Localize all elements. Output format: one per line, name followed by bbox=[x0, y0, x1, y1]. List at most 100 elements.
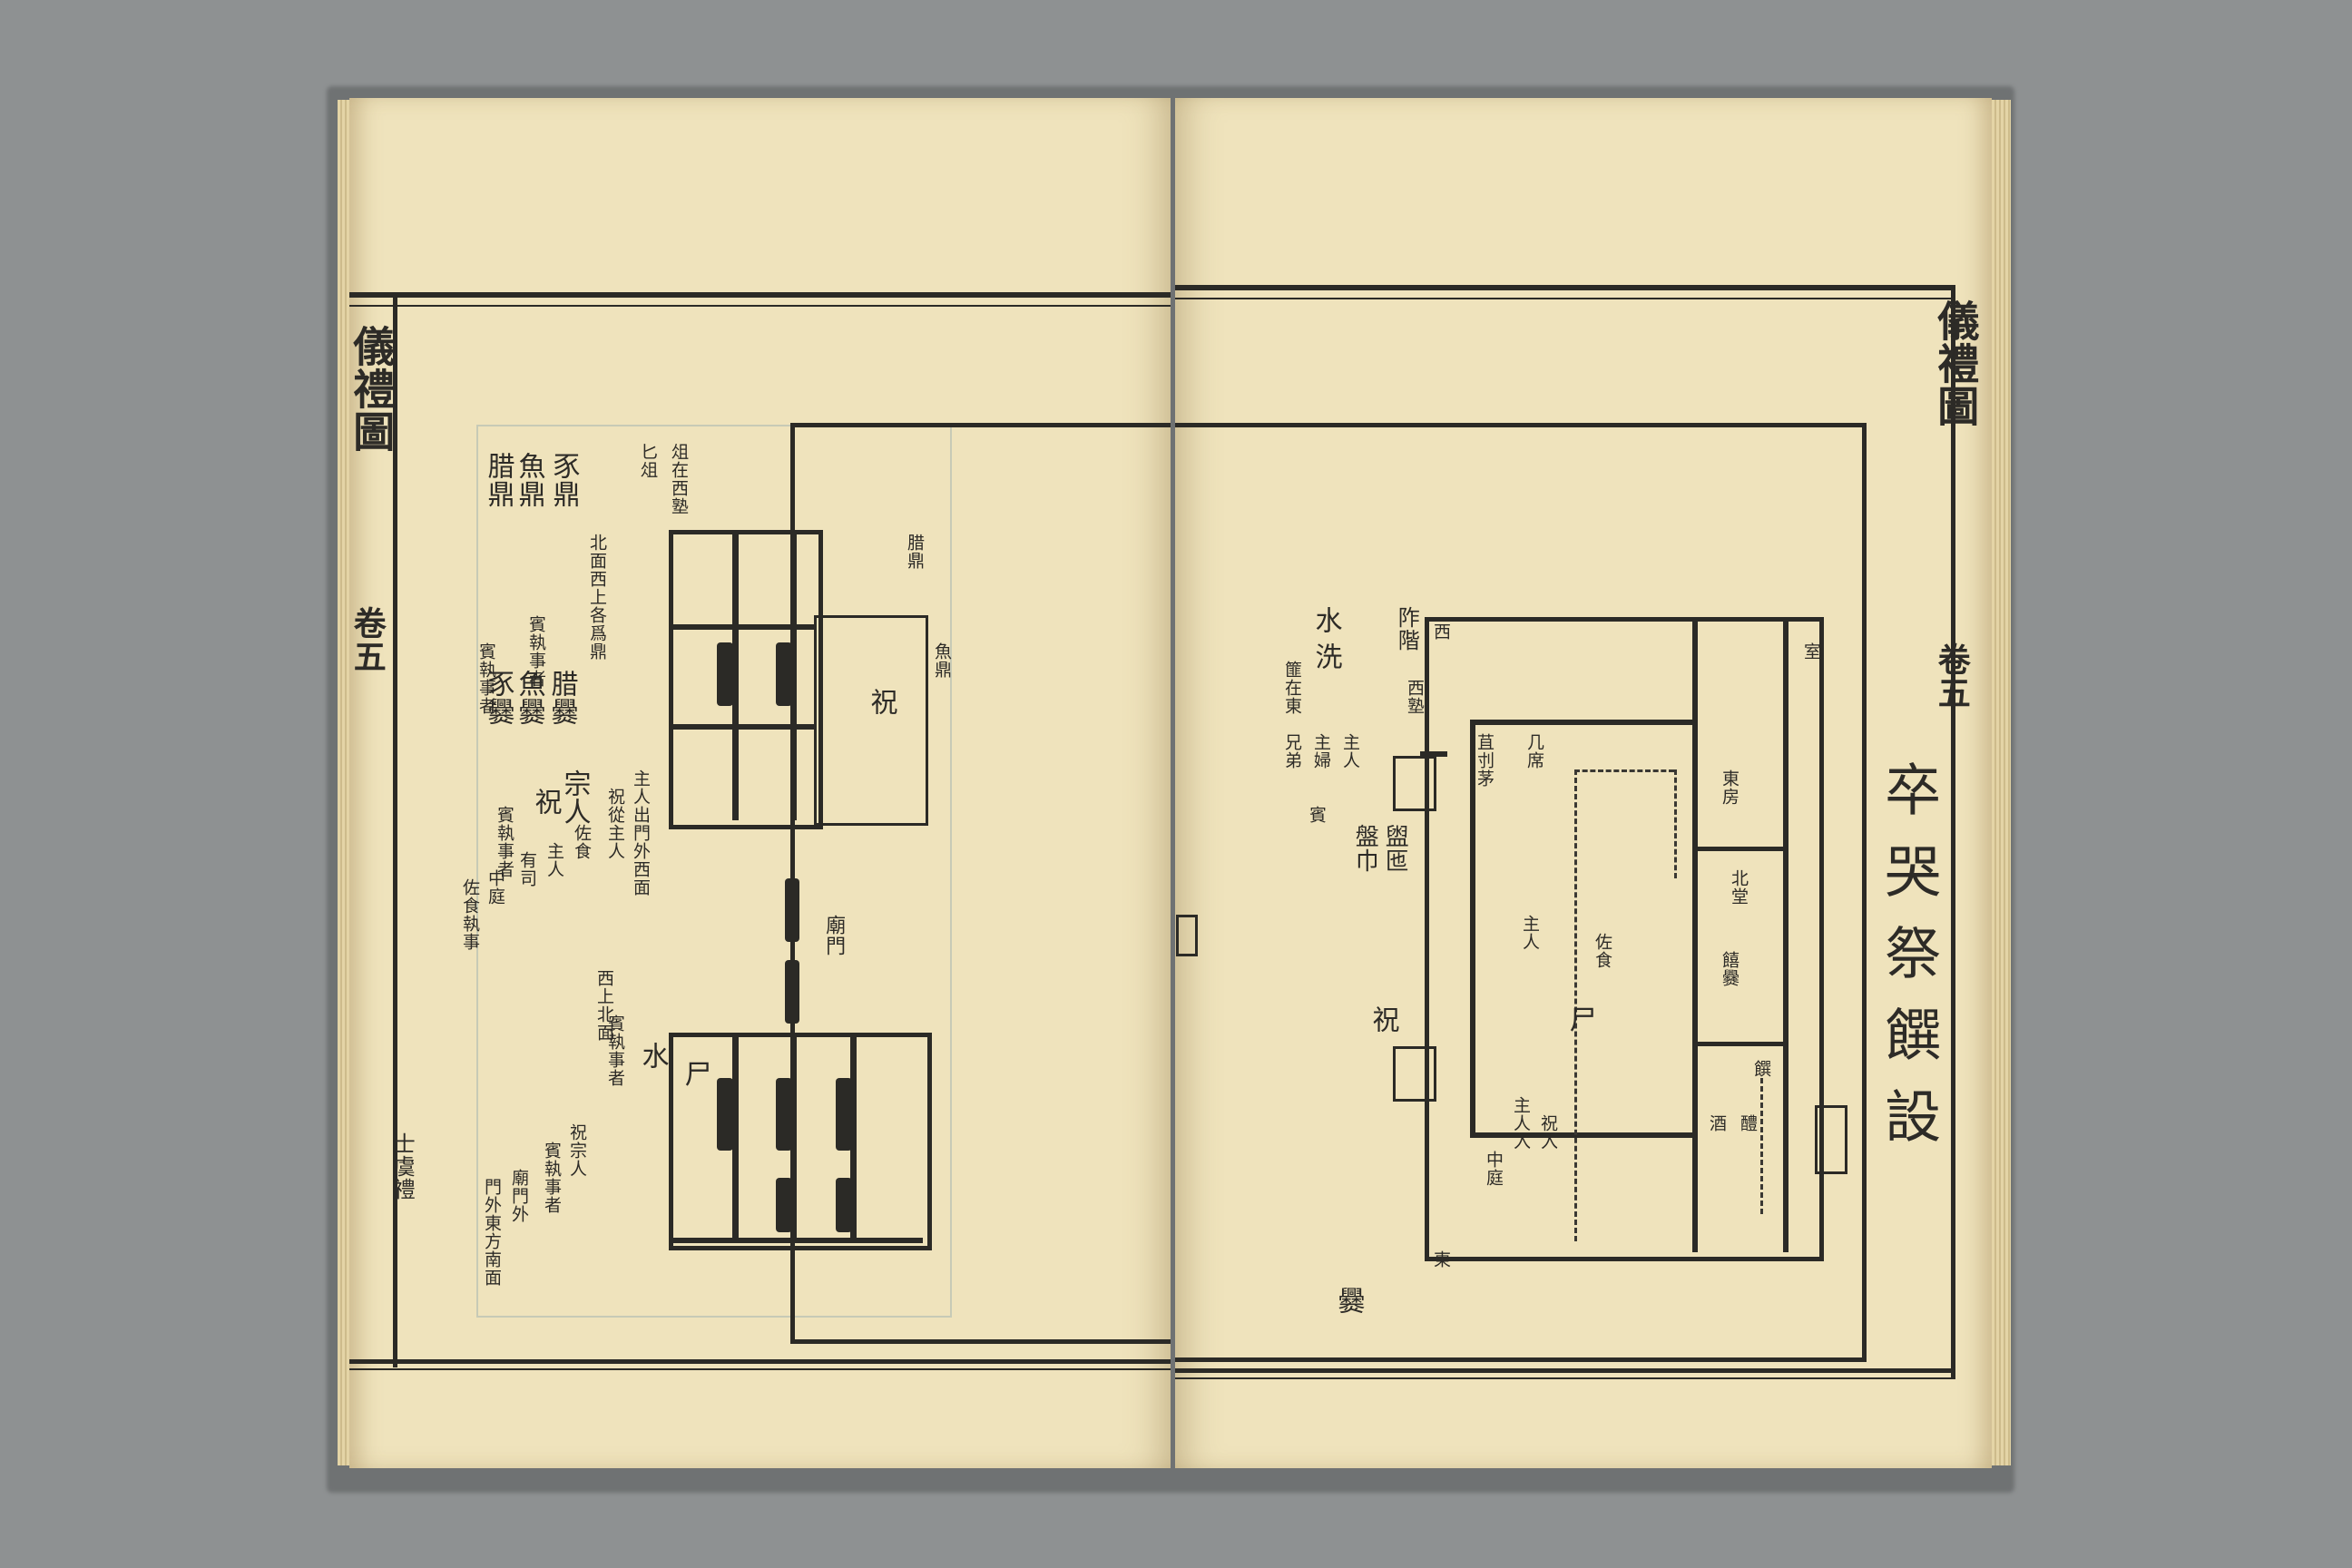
label-host: 主人 bbox=[544, 842, 564, 878]
label-pig-cauldron: 豕鼎 bbox=[547, 452, 580, 508]
label-assistant-hall: 佐食 bbox=[1592, 933, 1612, 969]
label-grass-mat: 苴刌茅 bbox=[1474, 733, 1494, 788]
label-west-marker: 西 bbox=[1430, 622, 1451, 641]
lower-block-4 bbox=[776, 1178, 792, 1232]
north-room-ext bbox=[1815, 1105, 1847, 1174]
label-assistant: 佐食 bbox=[571, 824, 592, 860]
label-north-west: 北面西上各爲鼎 bbox=[586, 534, 607, 661]
label-host-hall: 主人 bbox=[1519, 915, 1540, 951]
bottom-rule bbox=[1175, 1368, 1955, 1373]
label-outside-gate: 廟門外 bbox=[508, 1169, 529, 1223]
room-west-wall bbox=[1470, 720, 1475, 1137]
upper-block-2 bbox=[776, 642, 792, 706]
lower-beam bbox=[669, 1238, 923, 1243]
procession-path-2 bbox=[1574, 769, 1674, 772]
label-dried-meat-cauldron-2: 腊鼎 bbox=[904, 534, 925, 570]
bottom-rule bbox=[349, 1359, 1171, 1364]
procession-path-3 bbox=[1674, 769, 1677, 878]
label-invocator-follows: 祝從主人 bbox=[604, 788, 625, 860]
lower-pillar-3 bbox=[850, 1033, 857, 1241]
margin-rule bbox=[1951, 285, 1955, 1379]
label-guest-attendants-4: 賓執事者 bbox=[604, 1014, 625, 1087]
label-host-enters: 主人入 bbox=[1510, 1096, 1531, 1151]
label-basin-towel: 盤巾 bbox=[1351, 824, 1379, 873]
lower-block-1 bbox=[717, 1078, 733, 1151]
margin-title: 儀禮圖 bbox=[347, 325, 397, 453]
label-invocator-hall: 祝 bbox=[865, 688, 897, 716]
upper-beam-1 bbox=[669, 624, 814, 630]
label-wine: 酒 bbox=[1706, 1114, 1727, 1132]
diagram-heading: 卒哭祭饌設 bbox=[1875, 760, 1942, 1169]
label-corpse-hall: 尸 bbox=[1563, 1005, 1596, 1034]
label-mid-court-right: 中庭 bbox=[1483, 1151, 1504, 1187]
label-guest-attendants-2: 賓執事者 bbox=[475, 642, 496, 715]
margin-title: 儀禮圖 bbox=[1931, 299, 1981, 427]
label-basin-ewer: 盥匜 bbox=[1381, 824, 1409, 873]
label-temple-gate: 廟門 bbox=[822, 915, 846, 956]
court-bottom bbox=[1175, 1357, 1867, 1362]
hall bbox=[1425, 617, 1824, 1261]
show-through bbox=[476, 425, 952, 1318]
top-rule bbox=[1175, 285, 1955, 290]
label-millet-stove: 饎爨 bbox=[1719, 951, 1740, 987]
label-invocator-right: 祝 bbox=[1367, 1005, 1399, 1034]
label-ladles: 匕俎 bbox=[637, 443, 658, 479]
label-washbasin: 洗 bbox=[1309, 642, 1342, 671]
label-north-hall: 北堂 bbox=[1728, 869, 1749, 906]
label-basket-east: 篚在東 bbox=[1281, 661, 1302, 715]
court-top bbox=[1175, 423, 1867, 427]
margin-rule bbox=[393, 292, 397, 1367]
label-east-marker: 東 bbox=[1430, 1250, 1451, 1269]
east-room-wall-2 bbox=[1697, 1042, 1788, 1046]
label-west-north: 西上北面 bbox=[593, 969, 614, 1042]
label-dried-meat-cauldron: 腊鼎 bbox=[482, 452, 514, 508]
label-dried-meat-stove: 腊爨 bbox=[545, 670, 578, 726]
bottom-rule-thin bbox=[349, 1368, 1171, 1370]
west-step bbox=[1420, 751, 1447, 757]
label-invocator-enters: 祝入 bbox=[1537, 1114, 1558, 1151]
label-fish-cauldron-2: 魚鼎 bbox=[931, 642, 952, 679]
label-armrest-mat: 几席 bbox=[1524, 733, 1544, 769]
lower-building bbox=[669, 1033, 932, 1250]
bottom-rule-thin bbox=[1175, 1377, 1955, 1379]
courtyard-top bbox=[790, 423, 1171, 427]
gate-post-upper bbox=[785, 878, 799, 942]
courtyard-bottom bbox=[790, 1339, 1171, 1344]
label-gate-east-south: 門外東方南面 bbox=[481, 1178, 502, 1287]
upper-beam-2 bbox=[669, 724, 814, 730]
left-page: 儀禮圖 卷五 士虞禮 豕鼎 魚鼎 腊鼎 北面西上各爲鼎 賓執事者 賓執事者 腊爨… bbox=[347, 98, 1171, 1468]
left-page-stack-edge bbox=[338, 100, 352, 1465]
label-food: 饌 bbox=[1750, 1060, 1771, 1078]
label-stove-right: 爨 bbox=[1332, 1287, 1365, 1315]
margin-volume: 卷五 bbox=[1932, 642, 1971, 710]
label-host-exits: 主人出門外西面 bbox=[630, 769, 651, 897]
east-stair bbox=[1393, 1046, 1436, 1102]
upper-pillar-1 bbox=[732, 530, 739, 820]
hall-room-divider bbox=[1692, 617, 1698, 1252]
label-guest-attendants-5: 賓執事者 bbox=[541, 1142, 562, 1214]
label-fish-stove: 魚爨 bbox=[513, 670, 545, 726]
west-stair bbox=[1393, 756, 1436, 811]
procession-path-1 bbox=[1574, 769, 1577, 1241]
label-guest: 賓 bbox=[1306, 806, 1327, 824]
upper-annex bbox=[814, 615, 928, 826]
right-page: 儀禮圖 卷五 卒哭祭饌設 水 洗 篚在東 主人 主婦 兄弟 阼階 盥匜 盤巾 賓… bbox=[1175, 98, 1992, 1468]
label-east-room: 東房 bbox=[1719, 769, 1740, 806]
upper-building bbox=[669, 530, 823, 829]
washbasin bbox=[1176, 915, 1198, 956]
hall-east-wall bbox=[1783, 617, 1788, 1252]
lower-pillar-1 bbox=[732, 1033, 739, 1241]
room-bottom-wall bbox=[1470, 1132, 1697, 1138]
lower-block-5 bbox=[836, 1178, 852, 1232]
label-west-chamber: 西塾 bbox=[1404, 679, 1425, 715]
margin-volume: 卷五 bbox=[348, 606, 387, 673]
label-guest-attendants-3: 賓執事者 bbox=[494, 806, 514, 878]
label-water: 水 bbox=[1309, 606, 1342, 634]
label-corpse-rep: 尸 bbox=[679, 1060, 711, 1088]
label-hostess: 主婦 bbox=[1310, 733, 1331, 769]
label-chamber: 室 bbox=[1800, 642, 1821, 661]
label-east-steps: 阼階 bbox=[1394, 606, 1420, 652]
label-guest-attendants-1: 賓執事者 bbox=[525, 615, 546, 688]
label-sweet-wine: 醴 bbox=[1737, 1114, 1758, 1132]
label-mid-court: 中庭 bbox=[485, 869, 505, 906]
